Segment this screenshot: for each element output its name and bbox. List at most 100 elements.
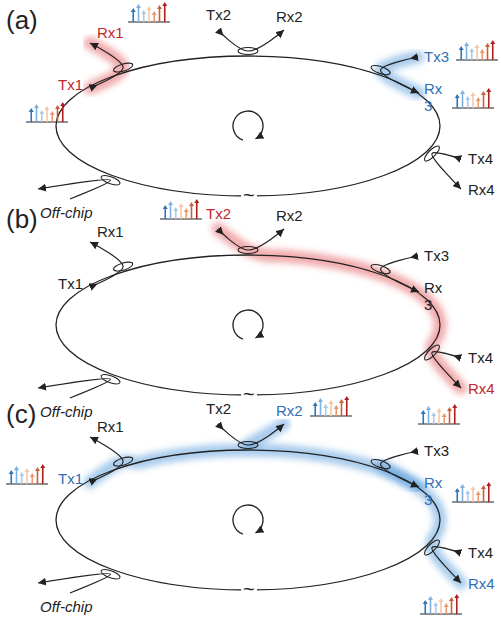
spectral-arrowhead (45, 106, 50, 110)
bus-waveguide (218, 424, 284, 445)
spectral-line (132, 11, 134, 22)
spectral-line (487, 46, 489, 60)
port-label: Tx4 (468, 150, 493, 167)
spectrum-icon (6, 464, 48, 484)
spectral-line (467, 99, 469, 108)
port-label: Rx 3 (424, 80, 448, 115)
spectral-line (449, 410, 451, 424)
gap-symbol: ~ (241, 578, 257, 601)
spectral-line (10, 473, 12, 484)
port-label: Tx4 (468, 349, 493, 366)
spectrum-icon (26, 102, 68, 122)
port-label: Rx4 (468, 181, 495, 198)
spectral-line (445, 606, 447, 614)
panel-illustration (26, 2, 498, 199)
spectral-line (433, 415, 435, 424)
bus-waveguide (218, 30, 284, 51)
spectral-line (456, 97, 458, 108)
port-label: Rx4 (468, 380, 495, 397)
spectral-line (488, 91, 490, 108)
spectral-line (438, 411, 440, 424)
spectral-arrowhead (147, 6, 152, 10)
spectral-arrowhead (9, 470, 14, 474)
spectral-arrowhead (455, 488, 460, 492)
port-label: Tx3 (424, 247, 449, 264)
spectral-arrowhead (60, 102, 65, 106)
bus-waveguide (432, 153, 461, 189)
spectral-line (481, 52, 483, 60)
gap-symbol: ~ (241, 184, 257, 207)
spectral-arrowhead (480, 49, 485, 53)
spectral-arrowhead (476, 491, 481, 495)
spectral-arrowhead (455, 94, 460, 98)
spectral-arrowhead (423, 600, 428, 604)
spectral-line (314, 405, 316, 416)
spectral-line (185, 211, 187, 219)
spectral-arrowhead (334, 405, 339, 409)
spectral-line (424, 603, 426, 614)
spectral-arrowhead (437, 408, 442, 412)
port-label: Rx2 (276, 8, 303, 25)
spectral-arrowhead (194, 199, 199, 203)
spectral-line (443, 416, 445, 424)
port-label: Rx2 (276, 207, 303, 224)
panel-illustration (6, 396, 494, 614)
spectral-arrowhead (485, 43, 490, 47)
spectral-line (488, 485, 490, 502)
spectral-line (456, 491, 458, 502)
spectral-arrowhead (439, 598, 444, 602)
spectral-arrowhead (481, 485, 486, 489)
spectral-line (175, 210, 177, 219)
port-label: Rx1 (97, 24, 124, 41)
panel-letter: (a) (6, 6, 38, 36)
bus-waveguide (381, 256, 419, 292)
spectral-arrowhead (136, 4, 141, 8)
port-label: Off-chip (40, 598, 93, 615)
spectral-arrowhead (444, 603, 449, 607)
spectral-arrowhead (162, 2, 167, 6)
port-label: Off-chip (40, 204, 93, 221)
spectrum-icon (452, 88, 494, 108)
spectral-arrowhead (313, 402, 318, 406)
spectral-arrowhead (25, 468, 30, 472)
port-label: Rx1 (97, 418, 124, 435)
spectral-line (476, 47, 478, 60)
spectral-arrowhead (454, 594, 459, 598)
spectral-line (477, 100, 479, 108)
port-label: Tx2 (206, 400, 231, 417)
spectral-arrowhead (55, 105, 60, 109)
spectral-line (159, 8, 161, 22)
spectral-arrowhead (486, 88, 491, 92)
spectral-line (492, 43, 494, 60)
spectral-arrowhead (433, 602, 438, 606)
spectral-line (435, 605, 437, 614)
spectral-line (341, 402, 343, 416)
spectral-line (26, 471, 28, 484)
bus-waveguide (432, 547, 461, 583)
spectral-line (483, 94, 485, 108)
spectral-line (143, 13, 145, 22)
gap-symbol: ~ (241, 383, 257, 406)
spectral-arrowhead (179, 203, 184, 207)
spectral-line (467, 493, 469, 502)
spectral-line (164, 5, 166, 22)
spectrum-icon (128, 2, 170, 22)
spectral-line (460, 49, 462, 60)
bus-waveguide (381, 57, 419, 93)
port-label: Tx1 (58, 275, 83, 292)
spectral-arrowhead (157, 5, 162, 9)
spectral-line (148, 9, 150, 22)
port-label: Rx4 (468, 575, 495, 592)
spectral-arrowhead (40, 464, 45, 468)
spectral-line (335, 408, 337, 416)
bus-waveguide (38, 379, 111, 398)
spectrum-icon (418, 404, 460, 424)
spectral-arrowhead (465, 96, 470, 100)
spectral-line (428, 409, 430, 424)
spectral-line (472, 489, 474, 502)
spectral-arrowhead (34, 104, 39, 108)
port-label: Tx1 (58, 76, 83, 93)
spectral-arrowhead (131, 8, 136, 12)
spectral-line (30, 111, 32, 122)
spectral-line (42, 467, 44, 484)
